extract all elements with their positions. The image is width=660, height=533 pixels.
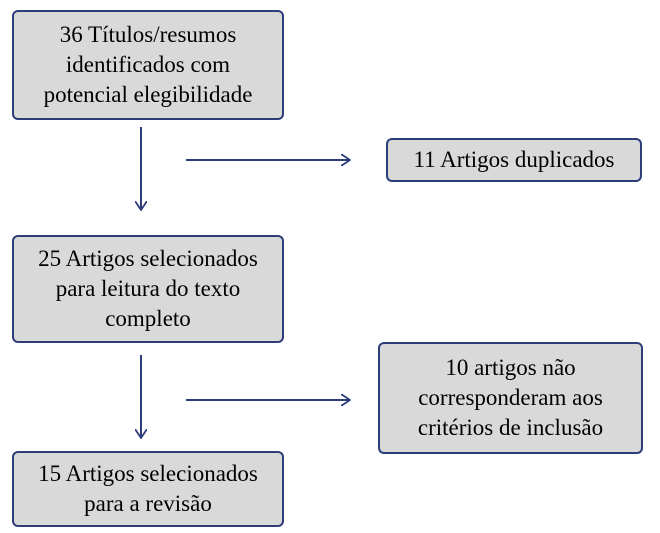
excluded-articles-box: 10 artigos não corresponderam aos critér… xyxy=(378,342,643,454)
included-articles-box: 15 Artigos selecionados para a revisão xyxy=(12,451,284,527)
identified-records-box: 36 Títulos/resumos identificados com pot… xyxy=(12,10,284,120)
full-text-selection-box: 25 Artigos selecionados para leitura do … xyxy=(12,235,284,343)
duplicates-box: 11 Artigos duplicados xyxy=(386,138,642,182)
